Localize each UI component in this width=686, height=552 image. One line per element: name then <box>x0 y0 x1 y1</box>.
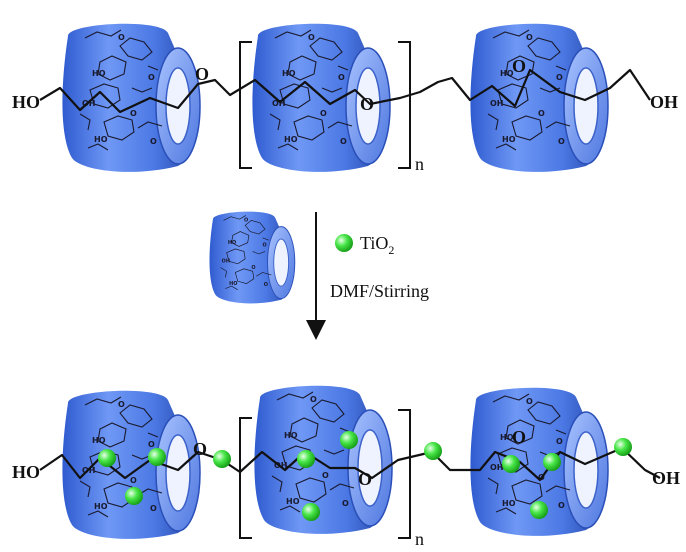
top-linker-oxygen-2: O <box>360 94 374 114</box>
cyclodextrin-unit-1 <box>61 23 201 173</box>
top-oh-end: OH <box>650 92 678 112</box>
bottom-repeat-bracket-left <box>239 417 252 539</box>
tio2-particle <box>614 438 632 456</box>
top-repeat-bracket-right <box>398 41 411 169</box>
top-repeat-n: n <box>415 154 424 174</box>
top-ho-end: HO <box>12 92 40 112</box>
reaction-step: TiO2 DMF/Stirring <box>209 211 429 340</box>
top-polymer: HO OH O O O n <box>12 23 678 174</box>
bottom-polymer: HO OH O O O n <box>12 385 680 549</box>
reaction-condition: DMF/Stirring <box>330 281 429 301</box>
top-linker-oxygen-3: O <box>512 56 526 76</box>
free-cyclodextrin <box>209 211 296 304</box>
tio2-particle <box>543 453 561 471</box>
tio2-particle <box>98 449 116 467</box>
bottom-linker-oxygen-2: O <box>358 469 372 489</box>
tio2-label: TiO2 <box>360 233 394 257</box>
bottom-linker-oxygen-3: O <box>512 427 526 447</box>
tio2-particles <box>98 431 632 521</box>
tio2-particle <box>125 487 143 505</box>
top-chain-bonds <box>39 68 651 114</box>
bottom-oh-end: OH <box>652 468 680 488</box>
top-repeat-bracket-left <box>239 41 252 169</box>
tio2-particle <box>213 450 231 468</box>
bottom-ho-end: HO <box>12 462 40 482</box>
tio2-particle <box>502 455 520 473</box>
top-linker-oxygen-1: O <box>195 64 209 84</box>
cyclodextrin-unit-2-loaded <box>253 385 393 535</box>
tio2-particle <box>148 448 166 466</box>
bottom-repeat-n: n <box>415 529 424 549</box>
tio2-particle <box>340 431 358 449</box>
tio2-particle <box>424 442 442 460</box>
tio2-legend-particle <box>335 234 353 252</box>
bottom-linker-oxygen-1: O <box>193 439 207 459</box>
bottom-repeat-bracket-right <box>398 409 411 539</box>
cyclodextrin-unit-1-loaded <box>61 390 201 540</box>
tio2-particle <box>297 450 315 468</box>
tio2-particle <box>530 501 548 519</box>
tio2-particle <box>302 503 320 521</box>
